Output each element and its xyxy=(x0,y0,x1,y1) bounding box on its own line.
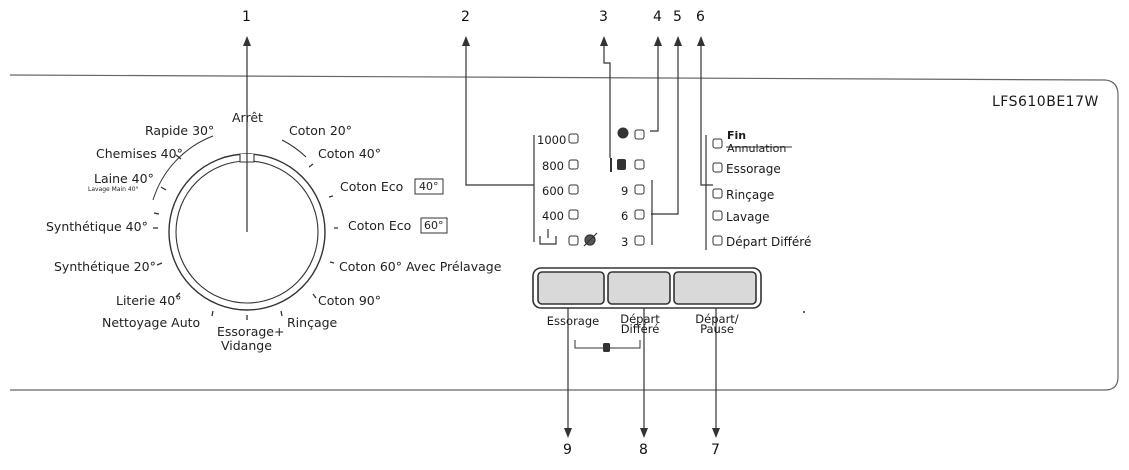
program-chemises: Chemises 40° xyxy=(96,146,183,161)
callout-5: 5 xyxy=(673,9,682,25)
eco-40-box xyxy=(414,178,444,195)
start-pause-button[interactable] xyxy=(673,271,757,305)
callout-9: 9 xyxy=(563,442,572,458)
program-synthetique-40: Synthétique 40° xyxy=(46,219,148,234)
callout-lines xyxy=(246,40,717,433)
label-arret: Arrêt xyxy=(232,110,263,125)
no-spin-icon xyxy=(539,229,598,247)
program-coton-60-prelavage: Coton 60° Avec Prélavage xyxy=(339,259,502,274)
status-rincage: Rinçage xyxy=(726,188,775,202)
status-depart-differe: Départ Différé xyxy=(726,235,812,249)
program-literie: Literie 40° xyxy=(116,293,182,308)
eco-40-label: 40° xyxy=(419,180,439,193)
callout-8: 8 xyxy=(639,442,648,458)
program-laine-sub: Lavage Main 40° xyxy=(88,186,139,193)
child-lock-icon xyxy=(610,158,626,172)
program-rincage: Rinçage xyxy=(287,315,338,330)
program-essorage-vidange-2: Vidange xyxy=(221,338,272,353)
program-dial[interactable] xyxy=(152,135,326,311)
eco-60-box xyxy=(420,217,448,234)
program-coton-eco-60: Coton Eco xyxy=(348,218,412,233)
callout-2: 2 xyxy=(461,9,470,25)
depart-differe-button[interactable] xyxy=(607,271,671,305)
delay-6h: 6 xyxy=(621,209,629,223)
panel-outline xyxy=(9,74,1119,391)
callout-3: 3 xyxy=(599,9,608,25)
model-number: LFS610BE17W xyxy=(992,94,1099,110)
status-essorage: Essorage xyxy=(726,162,781,176)
dial-ticks xyxy=(153,154,338,320)
spin-400: 400 xyxy=(542,209,564,223)
callout-6: 6 xyxy=(696,9,705,25)
program-synthetique-20: Synthétique 20° xyxy=(54,259,156,274)
program-coton-40: Coton 40° xyxy=(318,146,381,161)
essorage-button[interactable] xyxy=(537,271,605,305)
depart-differe-label-1: Départ xyxy=(620,312,660,326)
button-row xyxy=(532,267,762,309)
eco-60-label: 60° xyxy=(424,219,444,232)
program-laine: Laine 40° xyxy=(94,171,154,186)
status-lavage: Lavage xyxy=(726,210,770,224)
essorage-button-label: Essorage xyxy=(546,314,600,328)
program-rapide: Rapide 30° xyxy=(145,123,215,138)
program-coton-eco-40: Coton Eco xyxy=(340,179,404,194)
delay-leds xyxy=(634,129,645,246)
spin-800: 800 xyxy=(542,159,564,173)
start-pause-label-2: Pause xyxy=(700,322,734,336)
callout-arrowheads xyxy=(243,36,720,438)
program-essorage-vidange-1: Essorage+ xyxy=(217,324,285,339)
program-coton-90: Coton 90° xyxy=(318,293,381,308)
depart-differe-label-2: Différé xyxy=(620,322,660,336)
callout-7: 7 xyxy=(711,442,720,458)
start-pause-label-1: Départ/ xyxy=(695,312,739,326)
door-lock-icon xyxy=(617,127,629,139)
spin-leds xyxy=(568,133,579,246)
callout-4: 4 xyxy=(653,9,662,25)
program-nettoyage-auto: Nettoyage Auto xyxy=(102,315,201,330)
delay-9h: 9 xyxy=(621,184,629,198)
status-leds xyxy=(712,138,723,246)
dial-arc xyxy=(152,135,214,201)
status-fin: Fin xyxy=(727,129,747,142)
spin-600: 600 xyxy=(542,184,564,198)
spin-1000: 1000 xyxy=(537,133,567,147)
program-coton-20: Coton 20° xyxy=(289,123,352,138)
delay-3h: 3 xyxy=(621,235,629,249)
status-annulation: Annulation xyxy=(727,142,787,155)
callout-1: 1 xyxy=(242,9,251,25)
